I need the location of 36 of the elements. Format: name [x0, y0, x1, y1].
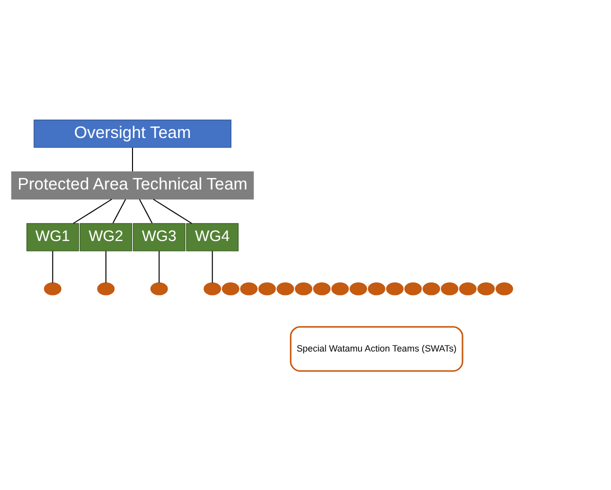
node-circle: [477, 282, 495, 295]
connector: [72, 198, 112, 224]
connector: [212, 250, 213, 283]
node-circle: [386, 282, 404, 295]
node-circle: [204, 282, 222, 295]
node-circle: [44, 282, 62, 295]
node-circle: [240, 282, 258, 295]
node-circle: [422, 282, 440, 295]
node-box: WG2: [80, 222, 132, 251]
connector: [139, 198, 153, 224]
connector: [105, 250, 106, 283]
connector: [132, 146, 134, 172]
node-circle: [276, 282, 294, 295]
node-circle: [222, 282, 240, 295]
node-box: Oversight Team: [34, 119, 232, 148]
node-box: WG3: [132, 222, 186, 251]
node-circle: [313, 282, 331, 295]
node-box: Protected Area Technical Team: [11, 170, 254, 199]
node-circle: [331, 282, 349, 295]
connector: [152, 198, 192, 224]
node-circle: [97, 282, 115, 295]
node-circle: [258, 282, 276, 295]
node-circle: [350, 282, 368, 295]
node-circle: [459, 282, 477, 295]
connector: [158, 250, 160, 283]
node-circle: [294, 282, 312, 295]
connector: [52, 250, 54, 283]
node-circle: [496, 282, 514, 295]
node-box: Special Watamu Action Teams (SWATs): [290, 326, 464, 372]
node-box: WG4: [186, 222, 239, 251]
node-box: WG1: [26, 222, 79, 251]
node-circle: [368, 282, 386, 295]
node-circle: [150, 282, 168, 295]
node-circle: [440, 282, 458, 295]
connector: [112, 198, 126, 224]
node-circle: [404, 282, 422, 295]
